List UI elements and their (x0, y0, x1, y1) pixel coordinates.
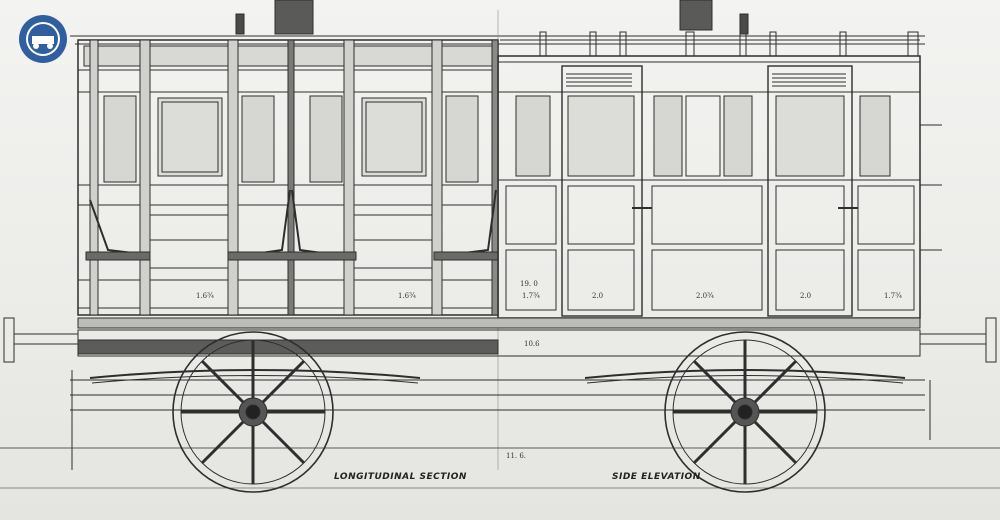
dimension-label: 2.0¾ (696, 292, 714, 300)
wheel-right (664, 331, 826, 493)
longitudinal-section (77, 39, 499, 316)
dimension-label: 1.7¾ (522, 292, 540, 300)
side-elevation-label: SIDE ELEVATION (612, 472, 701, 482)
dimension-label: 19. 0 (520, 280, 538, 288)
dimension-label: 2.0 (592, 292, 604, 300)
dimension-label: 10.6 (524, 340, 540, 348)
louvre-left (566, 73, 632, 87)
railway-seal-icon (19, 15, 67, 63)
lamp-top-right (679, 0, 713, 31)
underframe (0, 317, 1000, 489)
dimension-bottom: 11. 6. (506, 452, 527, 460)
dimension-label: 1.6¾ (196, 292, 214, 300)
wheel-left (172, 331, 334, 493)
dimension-label: 1.7¾ (884, 292, 902, 300)
lamp-top-left (274, 0, 314, 35)
longitudinal-section-label: LONGITUDINAL SECTION (334, 472, 467, 482)
louvre-right (772, 73, 846, 87)
side-elevation (497, 31, 942, 319)
dimension-label: 2.0 (800, 292, 812, 300)
dimension-label: 1.6¾ (398, 292, 416, 300)
